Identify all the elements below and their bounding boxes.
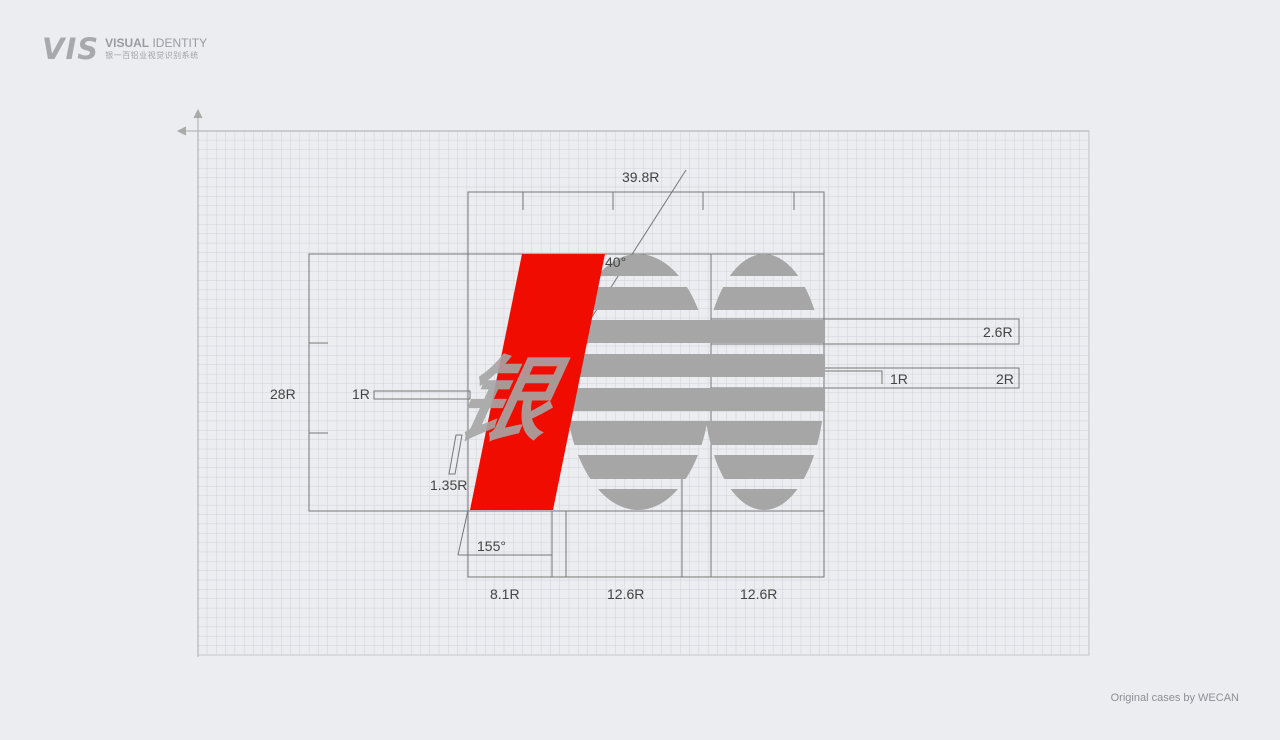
label-stroke-width: 1.35R: [430, 477, 467, 493]
label-angle-bottom: 155°: [477, 538, 506, 554]
vis-logo: VIS: [42, 32, 100, 66]
label-gap-large: 2R: [996, 371, 1014, 387]
label-total-height: 28R: [270, 386, 296, 402]
header: VIS VISUAL IDENTITY 银一百铝业视觉识别系统: [42, 34, 207, 64]
dimension-labels: 39.8R 40° 2.6R 1R 2R 28R 1R 1.35R 155° 8…: [270, 169, 1014, 602]
header-title-light: IDENTITY: [149, 36, 208, 50]
label-gap-small: 1R: [890, 371, 908, 387]
axes: [176, 108, 1089, 657]
label-width-1: 8.1R: [490, 586, 520, 602]
header-text: VISUAL IDENTITY 银一百铝业视觉识别系统: [105, 37, 207, 61]
label-angle-top: 40°: [605, 254, 626, 270]
header-title-bold: VISUAL: [105, 36, 150, 50]
label-width-3: 12.6R: [740, 586, 777, 602]
footer-credit: Original cases by WECAN: [1110, 692, 1239, 704]
label-left-gap: 1R: [352, 386, 370, 402]
header-subtitle: 银一百铝业视觉识别系统: [105, 51, 199, 60]
label-stripe-height: 2.6R: [983, 324, 1013, 340]
red-parallelogram: [470, 254, 605, 510]
label-top-width: 39.8R: [622, 169, 659, 185]
header-title: VISUAL IDENTITY: [105, 37, 207, 50]
stripe-bridge: [640, 320, 825, 411]
label-width-2: 12.6R: [607, 586, 644, 602]
